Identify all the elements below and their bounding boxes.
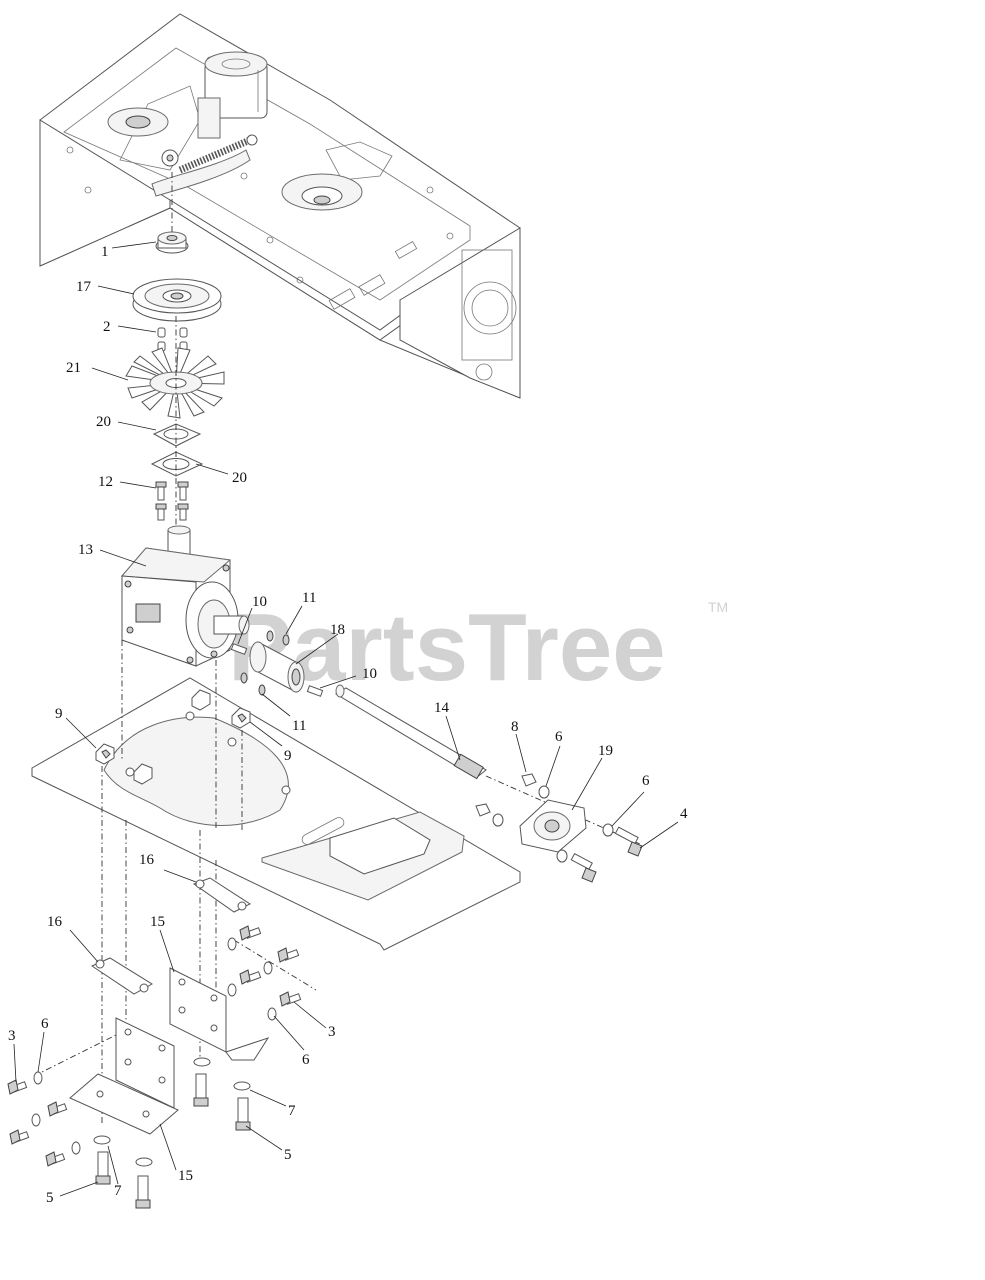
actuator-motor — [197, 51, 268, 139]
washers-part-7 — [93, 1057, 251, 1167]
bolts-part-12 — [155, 481, 189, 521]
bracket-part-15-left — [69, 1017, 179, 1135]
bolts-part-3 — [7, 925, 302, 1167]
callout-7-left: 7 — [114, 1183, 122, 1199]
callout-13: 13 — [78, 542, 93, 558]
callout-11-lower: 11 — [292, 718, 306, 734]
watermark-trademark: TM — [708, 599, 728, 615]
bolts-part-5 — [95, 1073, 251, 1209]
callout-5-left: 5 — [46, 1190, 54, 1206]
callout-19: 19 — [598, 743, 613, 759]
callout-10-right: 10 — [362, 666, 377, 682]
bolt-part-4 — [614, 826, 643, 857]
callout-16-upper: 16 — [139, 852, 155, 868]
callout-12: 12 — [98, 474, 113, 490]
callout-6-left: 6 — [41, 1016, 49, 1032]
gearbox-part-13 — [120, 525, 250, 667]
pulley-part-17 — [132, 278, 222, 322]
callout-7-right: 7 — [288, 1103, 296, 1119]
bracket-part-15-right — [169, 967, 270, 1061]
callout-16-left: 16 — [47, 914, 63, 930]
callout-20-upper: 20 — [96, 414, 111, 430]
callout-9-right: 9 — [284, 748, 292, 764]
callout-8: 8 — [511, 719, 519, 735]
key-part-10-right — [306, 685, 324, 697]
callout-1: 1 — [101, 244, 109, 260]
frame-hub-left — [107, 107, 169, 137]
shaft-part-14 — [335, 684, 487, 780]
nuts-part-9 — [95, 689, 251, 785]
adapter-plate-upper-part-20 — [152, 423, 202, 447]
callout-2: 2 — [103, 319, 111, 335]
bolt-bearing-lower — [570, 852, 597, 883]
callout-3-left: 3 — [8, 1028, 16, 1044]
callout-14: 14 — [434, 700, 450, 716]
bearing-part-19 — [519, 799, 587, 853]
strap-part-16-left — [90, 957, 153, 995]
hub-part-1 — [155, 231, 189, 254]
strap-part-16-upper — [192, 877, 252, 913]
washers-part-6 — [492, 785, 614, 863]
callout-20-lower: 20 — [232, 470, 247, 486]
fan-part-21 — [125, 347, 225, 419]
callout-18: 18 — [330, 622, 345, 638]
set-screws-part-11 — [240, 630, 290, 696]
callout-leaders — [13, 241, 679, 1197]
washers-part-6-lower — [31, 937, 277, 1155]
callout-6-right: 6 — [302, 1052, 310, 1068]
callout-6-bearing-top: 6 — [555, 729, 563, 745]
adapter-plate-lower-part-20 — [150, 451, 204, 477]
callout-6-bearing-right: 6 — [642, 773, 650, 789]
callout-10-left: 10 — [252, 594, 267, 610]
callout-11-upper: 11 — [302, 590, 316, 606]
callout-21: 21 — [66, 360, 81, 376]
callout-17: 17 — [76, 279, 92, 295]
coupler-part-18 — [249, 641, 305, 693]
chassis-frame — [39, 13, 521, 399]
frame-hub-right — [281, 173, 363, 211]
callout-15-lower: 15 — [178, 1168, 193, 1184]
callout-3-right: 3 — [328, 1024, 336, 1040]
key-part-10-left — [230, 643, 248, 655]
tension-spring — [151, 134, 258, 197]
nuts-part-8 — [475, 773, 537, 817]
callout-labels: 1 17 2 21 20 20 12 13 10 11 18 10 11 9 9… — [8, 244, 688, 1206]
callout-15-upper: 15 — [150, 914, 165, 930]
callout-4: 4 — [680, 806, 688, 822]
callout-5-right: 5 — [284, 1147, 292, 1163]
callout-9-left: 9 — [55, 706, 63, 722]
